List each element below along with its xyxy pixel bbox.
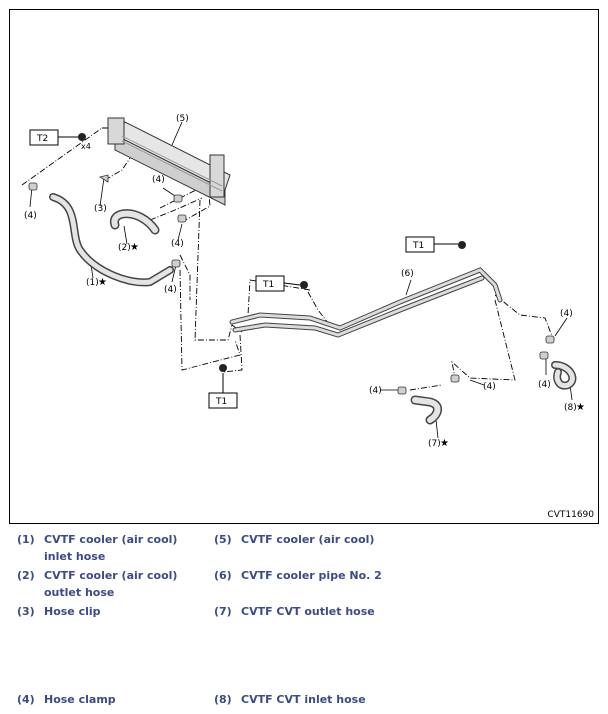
callout-4-f: (4)	[538, 380, 551, 390]
torque-label-boxes	[29, 129, 458, 409]
star-2: ★	[130, 242, 139, 253]
legend-num: (7)	[214, 605, 232, 618]
callout-4-g: (4)	[369, 386, 382, 396]
legend-num: (1)	[17, 533, 35, 546]
legend-text: CVTF cooler (air cool) outlet hose	[44, 569, 178, 599]
star-8: ★	[576, 402, 585, 413]
inlet-hose-part	[49, 193, 174, 287]
cvtf-cooler-part	[107, 117, 231, 206]
callout-4-c: (4)	[171, 239, 184, 249]
cvt-outlet-hose-part	[410, 395, 442, 425]
torque-label-t1-b: T1	[262, 280, 274, 290]
legend-num: (6)	[214, 569, 232, 582]
callout-4-b: (4)	[152, 175, 165, 185]
cvt-inlet-hose-part	[551, 361, 577, 390]
bolt-icons	[78, 133, 466, 372]
torque-label-t1-a: T1	[412, 241, 424, 251]
legend-text: CVTF cooler (air cool)	[241, 533, 375, 546]
callout-6: (6)	[401, 269, 414, 279]
legend-num: (3)	[17, 605, 35, 618]
star-7: ★	[440, 438, 449, 449]
callout-1: (1)	[86, 278, 99, 288]
torque-label-t1-c: T1	[215, 397, 227, 407]
callout-7: (7)	[428, 439, 441, 449]
callout-4-h: (4)	[483, 382, 496, 392]
callout-2: (2)	[118, 243, 131, 253]
legend-text: CVTF CVT outlet hose	[241, 605, 375, 618]
exploded-view-diagram: T2 x4 T1 T1 T1 (5) (3) (4) (4) (4) (4) (…	[21, 114, 585, 449]
star-1: ★	[98, 277, 107, 288]
hose-clamp-icons	[28, 174, 555, 395]
torque-label-t2: T2	[36, 134, 48, 144]
callout-5: (5)	[176, 114, 189, 124]
legend-num: (5)	[214, 533, 232, 546]
legend-text: Hose clip	[44, 605, 101, 618]
cooler-pipe-part	[229, 267, 503, 338]
callout-leaders	[29, 121, 573, 439]
outlet-hose-part	[110, 209, 160, 235]
legend-text: CVTF CVT inlet hose	[241, 693, 366, 706]
legend-text: CVTF cooler pipe No. 2	[241, 569, 382, 582]
callout-4-a: (4)	[24, 211, 37, 221]
bolt-count-label: x4	[81, 142, 91, 151]
figure-id: CVT11690	[547, 510, 594, 520]
callout-4-d: (4)	[164, 285, 177, 295]
diagram-frame: T2 x4 T1 T1 T1 (5) (3) (4) (4) (4) (4) (…	[9, 9, 599, 524]
legend-num: (4)	[17, 693, 35, 706]
legend-num: (8)	[214, 693, 232, 706]
legend-text: CVTF cooler (air cool) inlet hose	[44, 533, 178, 563]
legend-num: (2)	[17, 569, 35, 582]
assembly-leader-lines	[21, 127, 553, 391]
callout-4-e: (4)	[560, 309, 573, 319]
callout-3: (3)	[94, 204, 107, 214]
callout-8: (8)	[564, 403, 577, 413]
legend-text: Hose clamp	[44, 693, 116, 706]
